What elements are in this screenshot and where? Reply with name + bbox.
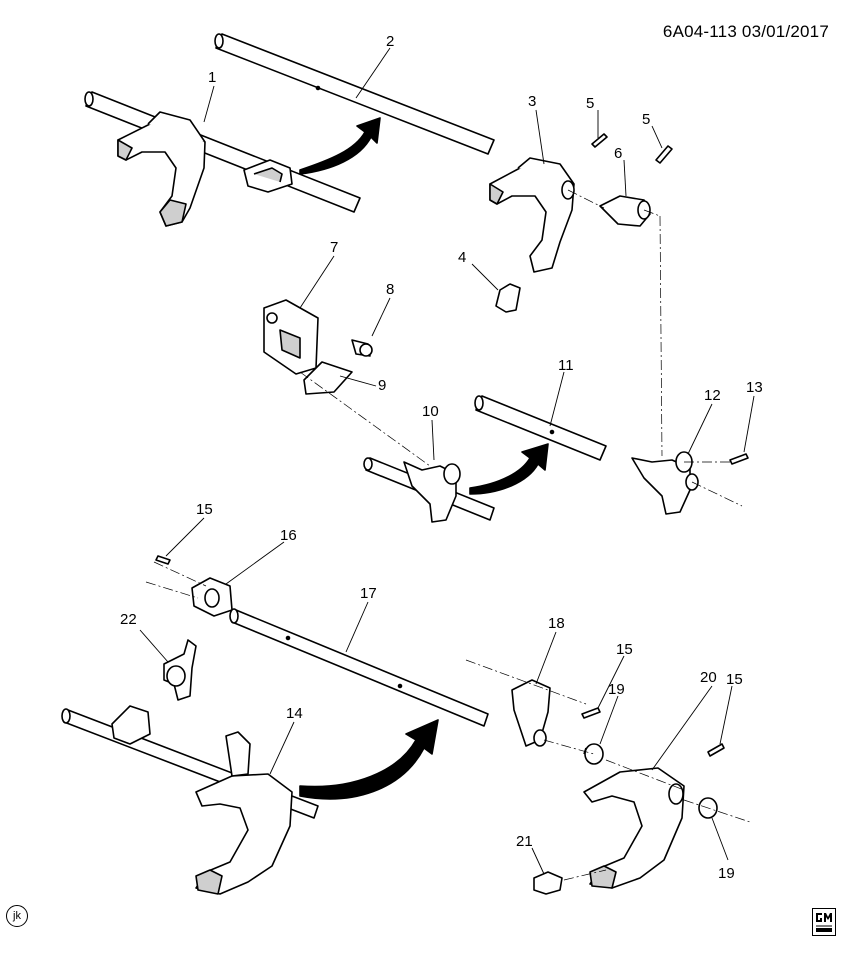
callout-11: 11: [558, 357, 574, 374]
bolt-8: [351, 339, 373, 357]
gm-logo-icon: [813, 909, 835, 935]
shift-block-upper-left: [243, 159, 293, 193]
shift-fork-1: [117, 111, 206, 227]
pad-21: [533, 871, 563, 895]
shift-lever-10: [403, 461, 461, 523]
callout-4: 4: [458, 249, 466, 266]
callout-6: 6: [614, 145, 622, 162]
author-initials-badge: jk: [6, 905, 28, 927]
callout-21: 21: [516, 833, 533, 850]
shift-fork-3: [489, 157, 575, 273]
shift-block-6: [599, 195, 651, 227]
callout-8: 8: [386, 281, 394, 298]
clip-9: [303, 361, 353, 395]
callout-labels: 1 2 3 4 5 5 6 7 8 9 10 11 12 13 15 16 17…: [120, 33, 763, 882]
pad-4: [495, 283, 521, 313]
callout-10: 10: [422, 403, 439, 420]
pin-5a: [591, 133, 608, 148]
pin-15c: [707, 743, 725, 757]
callout-19b: 19: [718, 865, 735, 882]
direction-arrow-3: [299, 719, 439, 800]
callout-5b: 5: [642, 111, 650, 128]
shift-lever-18: [511, 679, 551, 747]
callout-16: 16: [280, 527, 297, 544]
shift-rail-17: [229, 608, 489, 727]
callout-13: 13: [746, 379, 763, 396]
shift-block-lower-left: [111, 705, 151, 745]
callout-15a: 15: [196, 501, 213, 518]
shift-rail-2: [214, 33, 495, 155]
direction-arrow-2: [469, 443, 549, 495]
pin-5b: [655, 145, 673, 164]
callout-19a: 19: [608, 681, 625, 698]
leader-lines: [139, 47, 755, 875]
callout-7: 7: [330, 239, 338, 256]
center-lines: [145, 189, 751, 881]
pin-15a: [155, 555, 171, 565]
callout-12: 12: [704, 387, 721, 404]
callout-3: 3: [528, 93, 536, 110]
callout-18: 18: [548, 615, 565, 632]
shift-fork-14: [195, 731, 293, 895]
callout-2: 2: [386, 33, 394, 50]
callout-22: 22: [120, 611, 137, 628]
callout-1: 1: [208, 69, 216, 86]
callout-20: 20: [700, 669, 717, 686]
shift-lever-22: [163, 639, 197, 701]
callout-14: 14: [286, 705, 303, 722]
diagram-reference-number: 6A04-113 03/01/2017: [662, 22, 829, 41]
shift-rail-11: [474, 395, 607, 461]
callout-9: 9: [378, 377, 386, 394]
callout-5a: 5: [586, 95, 594, 112]
interlock-plate-7: [263, 299, 319, 375]
pin-15b: [581, 707, 601, 719]
gm-logo: [812, 908, 836, 936]
shift-fork-20: [583, 767, 685, 889]
shift-lever-12: [631, 451, 699, 515]
bushing-19a: [583, 743, 604, 765]
callout-17: 17: [360, 585, 377, 602]
callout-15b: 15: [616, 641, 633, 658]
direction-arrow-1: [299, 117, 381, 175]
callout-15c: 15: [726, 671, 743, 688]
pin-13: [729, 453, 749, 465]
